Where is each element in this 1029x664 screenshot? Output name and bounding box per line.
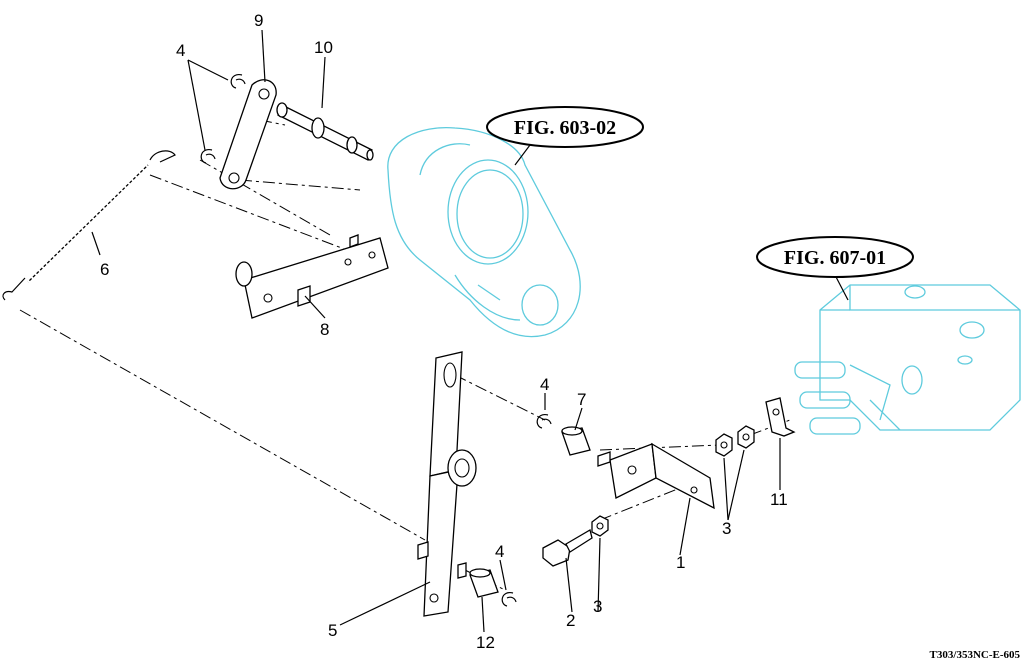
bracket-part-1: [597, 442, 715, 510]
spring-part-6: [2, 150, 176, 301]
reference-housing-603-02: [387, 126, 581, 338]
callout-8: 8: [320, 320, 329, 339]
callout-4: 4: [495, 542, 504, 561]
callout-10: 10: [314, 38, 333, 57]
figure-ref-607-01[interactable]: FIG. 607-01: [756, 236, 914, 278]
washer-part-11: [765, 397, 796, 437]
callout-4: 4: [540, 375, 549, 394]
figure-ref-label: FIG. 607-01: [784, 247, 886, 269]
callout-4: 4: [176, 41, 185, 60]
bushing-part-7: [561, 426, 591, 456]
callout-3: 3: [593, 597, 602, 616]
clip-part-4-lower: [501, 414, 552, 607]
reference-valve-607-01: [794, 284, 1021, 435]
drawing-code: T303/353NC-E-605: [930, 649, 1021, 661]
arm-part-5: [417, 351, 477, 617]
bolt-part-2: [542, 529, 593, 567]
shaft-part-10: [276, 102, 374, 161]
figure-ref-603-02[interactable]: FIG. 603-02: [486, 106, 644, 148]
nut-part-3: [591, 425, 755, 537]
figure-ref-label: FIG. 603-02: [514, 117, 616, 139]
callout-7: 7: [577, 390, 586, 409]
callout-numbers: 4 9 10 6 8 4 7 5 4 12 2 3 1 3 11: [100, 11, 788, 652]
callout-3: 3: [722, 519, 731, 538]
clip-part-4-upper: [200, 74, 246, 164]
callout-2: 2: [566, 611, 575, 630]
callout-5: 5: [328, 621, 337, 640]
callout-9: 9: [254, 11, 263, 30]
leader-lines: [91, 29, 849, 633]
callout-6: 6: [100, 260, 109, 279]
callout-12: 12: [476, 633, 495, 652]
callout-1: 1: [676, 553, 685, 572]
bushing-part-12: [469, 568, 499, 598]
plate-part-8: [235, 234, 389, 319]
lever-part-9: [219, 79, 277, 190]
callout-11: 11: [770, 490, 788, 509]
